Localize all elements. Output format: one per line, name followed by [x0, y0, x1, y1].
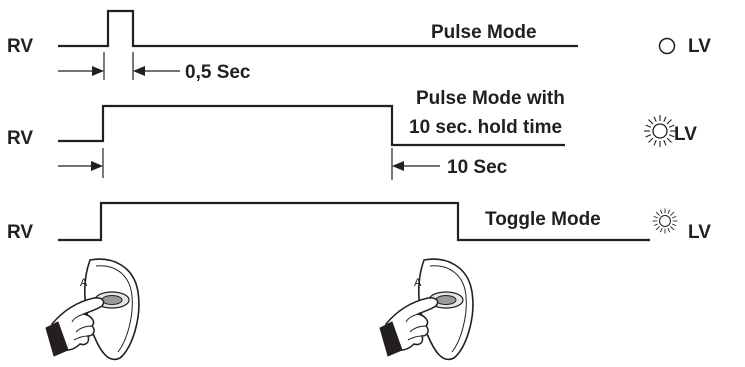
- led-on-icon: [652, 208, 678, 234]
- row2-waveform: [58, 104, 565, 147]
- arrowhead-right-icon: [91, 161, 103, 171]
- row3-signal-label: RV: [7, 222, 33, 243]
- remote-press-icon-1: A: [45, 258, 140, 361]
- row1-timing-label: 0,5 Sec: [185, 62, 251, 83]
- row3-indicator-label: LV: [688, 222, 711, 243]
- arrowhead-left-icon: [133, 66, 145, 76]
- arrowhead-left-icon: [392, 161, 404, 171]
- row2-signal-label: RV: [7, 128, 33, 149]
- row2-mode-label-line1: Pulse Mode with: [416, 88, 565, 109]
- row-pulse-hold-mode: RV Pulse Mode with 10 sec. hold time LV …: [7, 88, 697, 180]
- row1-waveform: [58, 9, 578, 48]
- row1-indicator-label: LV: [688, 36, 711, 57]
- remote1-button-label: A: [80, 277, 88, 289]
- row1-mode-label: Pulse Mode: [431, 22, 537, 43]
- row-toggle-mode: RV Toggle Mode LV: [7, 201, 711, 243]
- row-pulse-mode: RV Pulse Mode LV 0,5 Sec: [7, 9, 711, 83]
- remote-press-icon-2: A: [379, 258, 474, 361]
- row1-signal-label: RV: [7, 36, 33, 57]
- arrowhead-right-icon: [92, 66, 104, 76]
- row2-indicator-label: LV: [674, 124, 697, 145]
- remote2-button-label: A: [414, 277, 422, 289]
- row3-mode-label: Toggle Mode: [485, 209, 601, 230]
- row2-mode-label-line2: 10 sec. hold time: [409, 117, 562, 138]
- row3-waveform: [58, 201, 650, 242]
- led-blinking-icon: [643, 114, 677, 148]
- led-off-icon: [658, 37, 676, 55]
- row2-timing-label: 10 Sec: [447, 157, 508, 178]
